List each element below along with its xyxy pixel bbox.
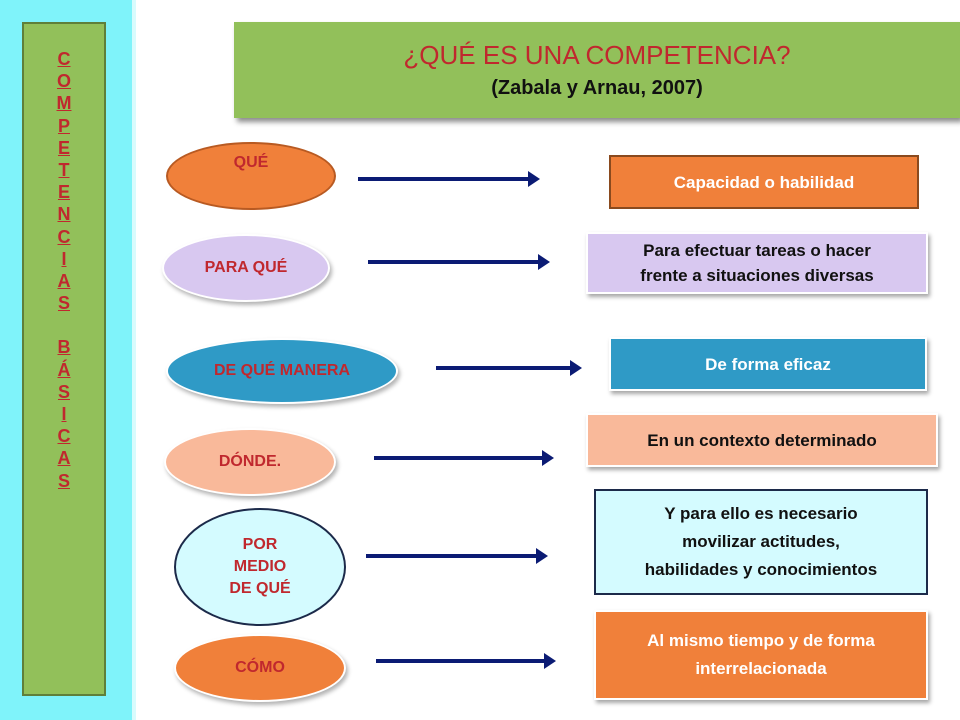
vertical-letter: C (57, 426, 71, 447)
vertical-title: C O M P E T E N C I A S B Á S I C A S (24, 48, 104, 492)
answer-box-para-efectuar: Para efectuar tareas o hacer frente a si… (586, 232, 928, 294)
question-oval-que: QUÉ (166, 142, 336, 210)
question-oval-donde: DÓNDE. (164, 428, 336, 496)
vertical-letter: M (56, 93, 72, 114)
arrow-right-icon (358, 171, 540, 187)
arrow-right-icon (368, 254, 550, 270)
question-label-line: DE QUÉ (229, 580, 291, 597)
arrow-right-icon (436, 360, 582, 376)
answer-text-line: movilizar actitudes, (682, 532, 840, 551)
arrow-right-icon (374, 450, 554, 466)
answer-text: En un contexto determinado (647, 430, 877, 450)
answer-box-forma-eficaz: De forma eficaz (609, 337, 927, 391)
vertical-letter: S (57, 381, 70, 402)
answer-text-line: frente a situaciones diversas (640, 266, 874, 285)
question-label: CÓMO (235, 659, 285, 676)
answer-text-line: Para efectuar tareas o hacer (643, 241, 871, 260)
question-label-line: MEDIO (233, 558, 287, 575)
vertical-letter: A (57, 448, 71, 469)
vertical-letter: C (57, 49, 71, 69)
vertical-letter: T (58, 160, 70, 181)
vertical-letter: E (57, 182, 70, 203)
answer-text-line: interrelacionada (695, 659, 827, 678)
answer-box-movilizar: Y para ello es necesario movilizar actit… (594, 489, 928, 595)
vertical-letter: B (57, 337, 71, 358)
vertical-letter: I (61, 248, 67, 269)
title-box: ¿QUÉ ES UNA COMPETENCIA? (Zabala y Arnau… (234, 22, 960, 118)
vertical-letter: P (57, 115, 70, 136)
vertical-letter: E (57, 137, 70, 158)
vertical-letter: O (56, 71, 71, 92)
answer-box-contexto: En un contexto determinado (586, 413, 938, 467)
question-oval-de-que-manera: DE QUÉ MANERA (166, 338, 398, 404)
answer-box-interrelacionada: Al mismo tiempo y de forma interrelacion… (594, 610, 928, 700)
question-label-line: POR (242, 536, 278, 553)
vertical-title-box: C O M P E T E N C I A S B Á S I C A S (22, 22, 106, 696)
sidebar-edge (132, 0, 136, 720)
answer-text-line: Y para ello es necesario (664, 504, 858, 523)
answer-text: De forma eficaz (705, 354, 831, 374)
arrow-right-icon (366, 548, 548, 564)
question-oval-como: CÓMO (174, 634, 346, 702)
vertical-letter: A (57, 271, 71, 292)
vertical-letter: N (57, 204, 71, 225)
vertical-letter: C (57, 226, 71, 247)
answer-text-line: Al mismo tiempo y de forma (647, 631, 875, 650)
vertical-letter-gap (24, 314, 104, 336)
answer-box-capacidad: Capacidad o habilidad (609, 155, 919, 209)
vertical-letter: S (57, 293, 70, 314)
page-title: ¿QUÉ ES UNA COMPETENCIA? (403, 40, 791, 70)
page-subtitle: (Zabala y Arnau, 2007) (491, 77, 703, 99)
question-label: DE QUÉ MANERA (213, 362, 350, 379)
arrow-right-icon (376, 653, 556, 669)
question-label: PARA QUÉ (204, 259, 288, 276)
question-label: QUÉ (233, 154, 269, 171)
question-label: DÓNDE. (218, 453, 282, 470)
question-oval-para-que: PARA QUÉ (162, 234, 330, 302)
vertical-letter: Á (57, 359, 71, 380)
question-oval-por-medio-de-que: POR MEDIO DE QUÉ (174, 508, 346, 626)
vertical-letter: I (61, 404, 67, 425)
answer-text: Capacidad o habilidad (673, 172, 855, 192)
vertical-letter: S (57, 470, 70, 491)
answer-text-line: habilidades y conocimientos (644, 560, 878, 579)
